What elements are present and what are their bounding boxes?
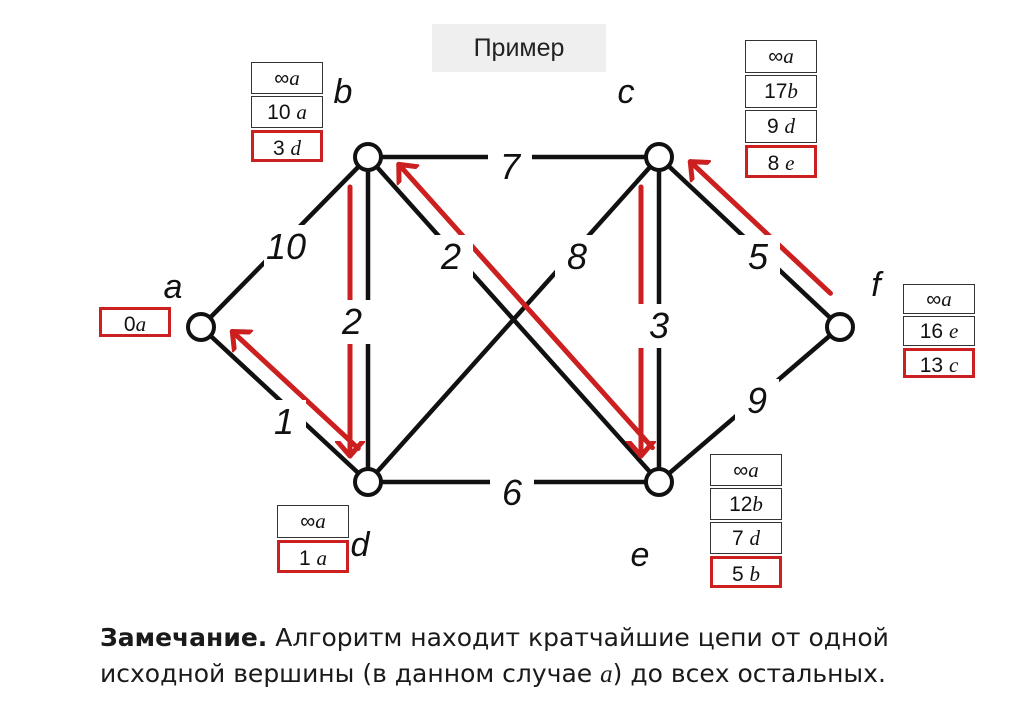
vertex-d xyxy=(353,467,383,497)
note-text: Замечание. Алгоритм находит кратчайшие ц… xyxy=(100,620,1000,693)
edge-weight-c-e: 3 xyxy=(649,305,669,346)
label-d-0: ∞a xyxy=(277,505,349,538)
edge-label-gap-c-f xyxy=(736,235,780,279)
label-e-3: 5 b xyxy=(710,556,782,588)
edge-weight-a-b: 10 xyxy=(266,226,306,267)
edge-weight-b-e: 2 xyxy=(440,236,461,277)
vertex-label-f: f xyxy=(871,266,884,304)
label-stack-a: 0a xyxy=(99,307,171,345)
label-c-0: ∞a xyxy=(745,40,817,73)
edge-weight-c-f: 5 xyxy=(748,236,769,277)
vertex-label-d: d xyxy=(351,526,371,564)
edge-label-gap-e-f xyxy=(735,379,779,423)
note-part2: ) до всех остальных. xyxy=(612,659,886,688)
path-arrow-e-b xyxy=(396,161,655,451)
label-c-1: 17b xyxy=(745,75,817,108)
vertex-label-c: c xyxy=(618,73,635,111)
edge-weight-d-c: 8 xyxy=(567,236,587,277)
edge-label-gap-d-e xyxy=(490,471,534,515)
edge-label-gap-a-d xyxy=(262,400,306,444)
note-bold: Замечание. xyxy=(100,623,268,652)
vertex-e xyxy=(644,467,674,497)
label-e-0: ∞a xyxy=(710,454,782,486)
label-e-1: 12b xyxy=(710,488,782,520)
edge-label-gap-b-d xyxy=(330,300,374,344)
label-b-0: ∞a xyxy=(251,62,323,94)
vertex-label-b: b xyxy=(334,73,353,111)
edge-label-gap-b-e xyxy=(429,235,473,279)
edge-weight-b-d: 2 xyxy=(341,301,362,342)
edge-weight-e-f: 9 xyxy=(747,380,767,421)
path-arrow-f-c xyxy=(687,159,833,296)
edge-weight-a-d: 1 xyxy=(274,401,294,442)
label-c-2: 9 d xyxy=(745,110,817,143)
vertex-c xyxy=(644,142,674,172)
vertex-a xyxy=(186,312,216,342)
edge-label-gap-b-c xyxy=(488,145,532,189)
label-f-0: ∞a xyxy=(903,284,975,314)
graph-diagram: 10 1 7 2 2 8 6 3 5 9 a b c d e f xyxy=(164,73,885,574)
label-f-1: 16 e xyxy=(903,316,975,346)
vertex-b xyxy=(353,142,383,172)
vertex-label-e: e xyxy=(631,536,650,574)
edge-label-gap-a-b xyxy=(264,225,308,269)
path-arrow-d-a xyxy=(229,328,361,451)
vertex-f xyxy=(825,312,855,342)
edge-d-c xyxy=(366,155,661,484)
note-var: a xyxy=(600,661,613,688)
label-e-2: 7 d xyxy=(710,522,782,554)
note-part1: Алгоритм находит кратчайшие цепи от одно… xyxy=(100,623,889,688)
example-title: Пример xyxy=(432,24,606,72)
label-c-3: 8 e xyxy=(745,145,817,178)
edge-weight-d-e: 6 xyxy=(502,472,523,513)
label-a-0: 0a xyxy=(99,307,171,337)
label-f-2: 13 c xyxy=(903,348,975,378)
label-b-2: 3 d xyxy=(251,130,323,162)
edge-label-gap-d-c xyxy=(555,235,599,279)
label-b-1: 10 a xyxy=(251,96,323,128)
vertex-label-a: a xyxy=(164,268,183,306)
edge-label-gap-c-e xyxy=(637,304,681,348)
edge-weight-b-c: 7 xyxy=(500,146,522,187)
label-d-1: 1 a xyxy=(277,540,349,573)
